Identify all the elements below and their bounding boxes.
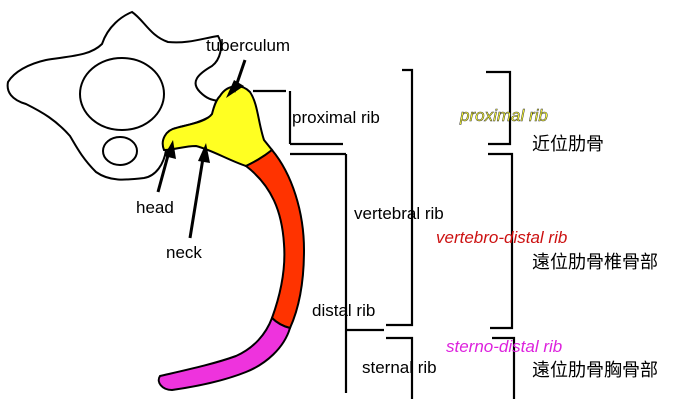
sterno-distal-rib-term: sterno-distal rib bbox=[446, 337, 562, 356]
vertebro-distal-rib-term: vertebro-distal rib bbox=[436, 228, 567, 247]
vertebral-rib-label: vertebral rib bbox=[354, 204, 444, 223]
small-foramen bbox=[103, 137, 137, 165]
sterno-distal-rib-japanese: 遠位肋骨胸骨部 bbox=[532, 360, 658, 381]
tuberculum-label: tuberculum bbox=[206, 36, 290, 55]
vertebro-distal-rib-segment bbox=[246, 150, 304, 328]
head-label: head bbox=[136, 198, 174, 217]
proximal-rib-japanese: 近位肋骨 bbox=[532, 134, 604, 155]
sternal-rib-label: sternal rib bbox=[362, 358, 437, 377]
neck-arrow bbox=[190, 152, 204, 238]
neck-label: neck bbox=[166, 243, 202, 262]
distal-rib-label: distal rib bbox=[312, 301, 375, 320]
vertebral-rib-bracket bbox=[386, 70, 412, 325]
proximal-rib-term: proximal rib bbox=[459, 106, 548, 125]
sternal-rib-segment bbox=[159, 318, 290, 390]
proximal-rib-label: proximal rib bbox=[292, 108, 380, 127]
vertebro-distal-rib-japanese: 遠位肋骨椎骨部 bbox=[532, 252, 658, 273]
vertebral-foramen bbox=[80, 58, 164, 130]
